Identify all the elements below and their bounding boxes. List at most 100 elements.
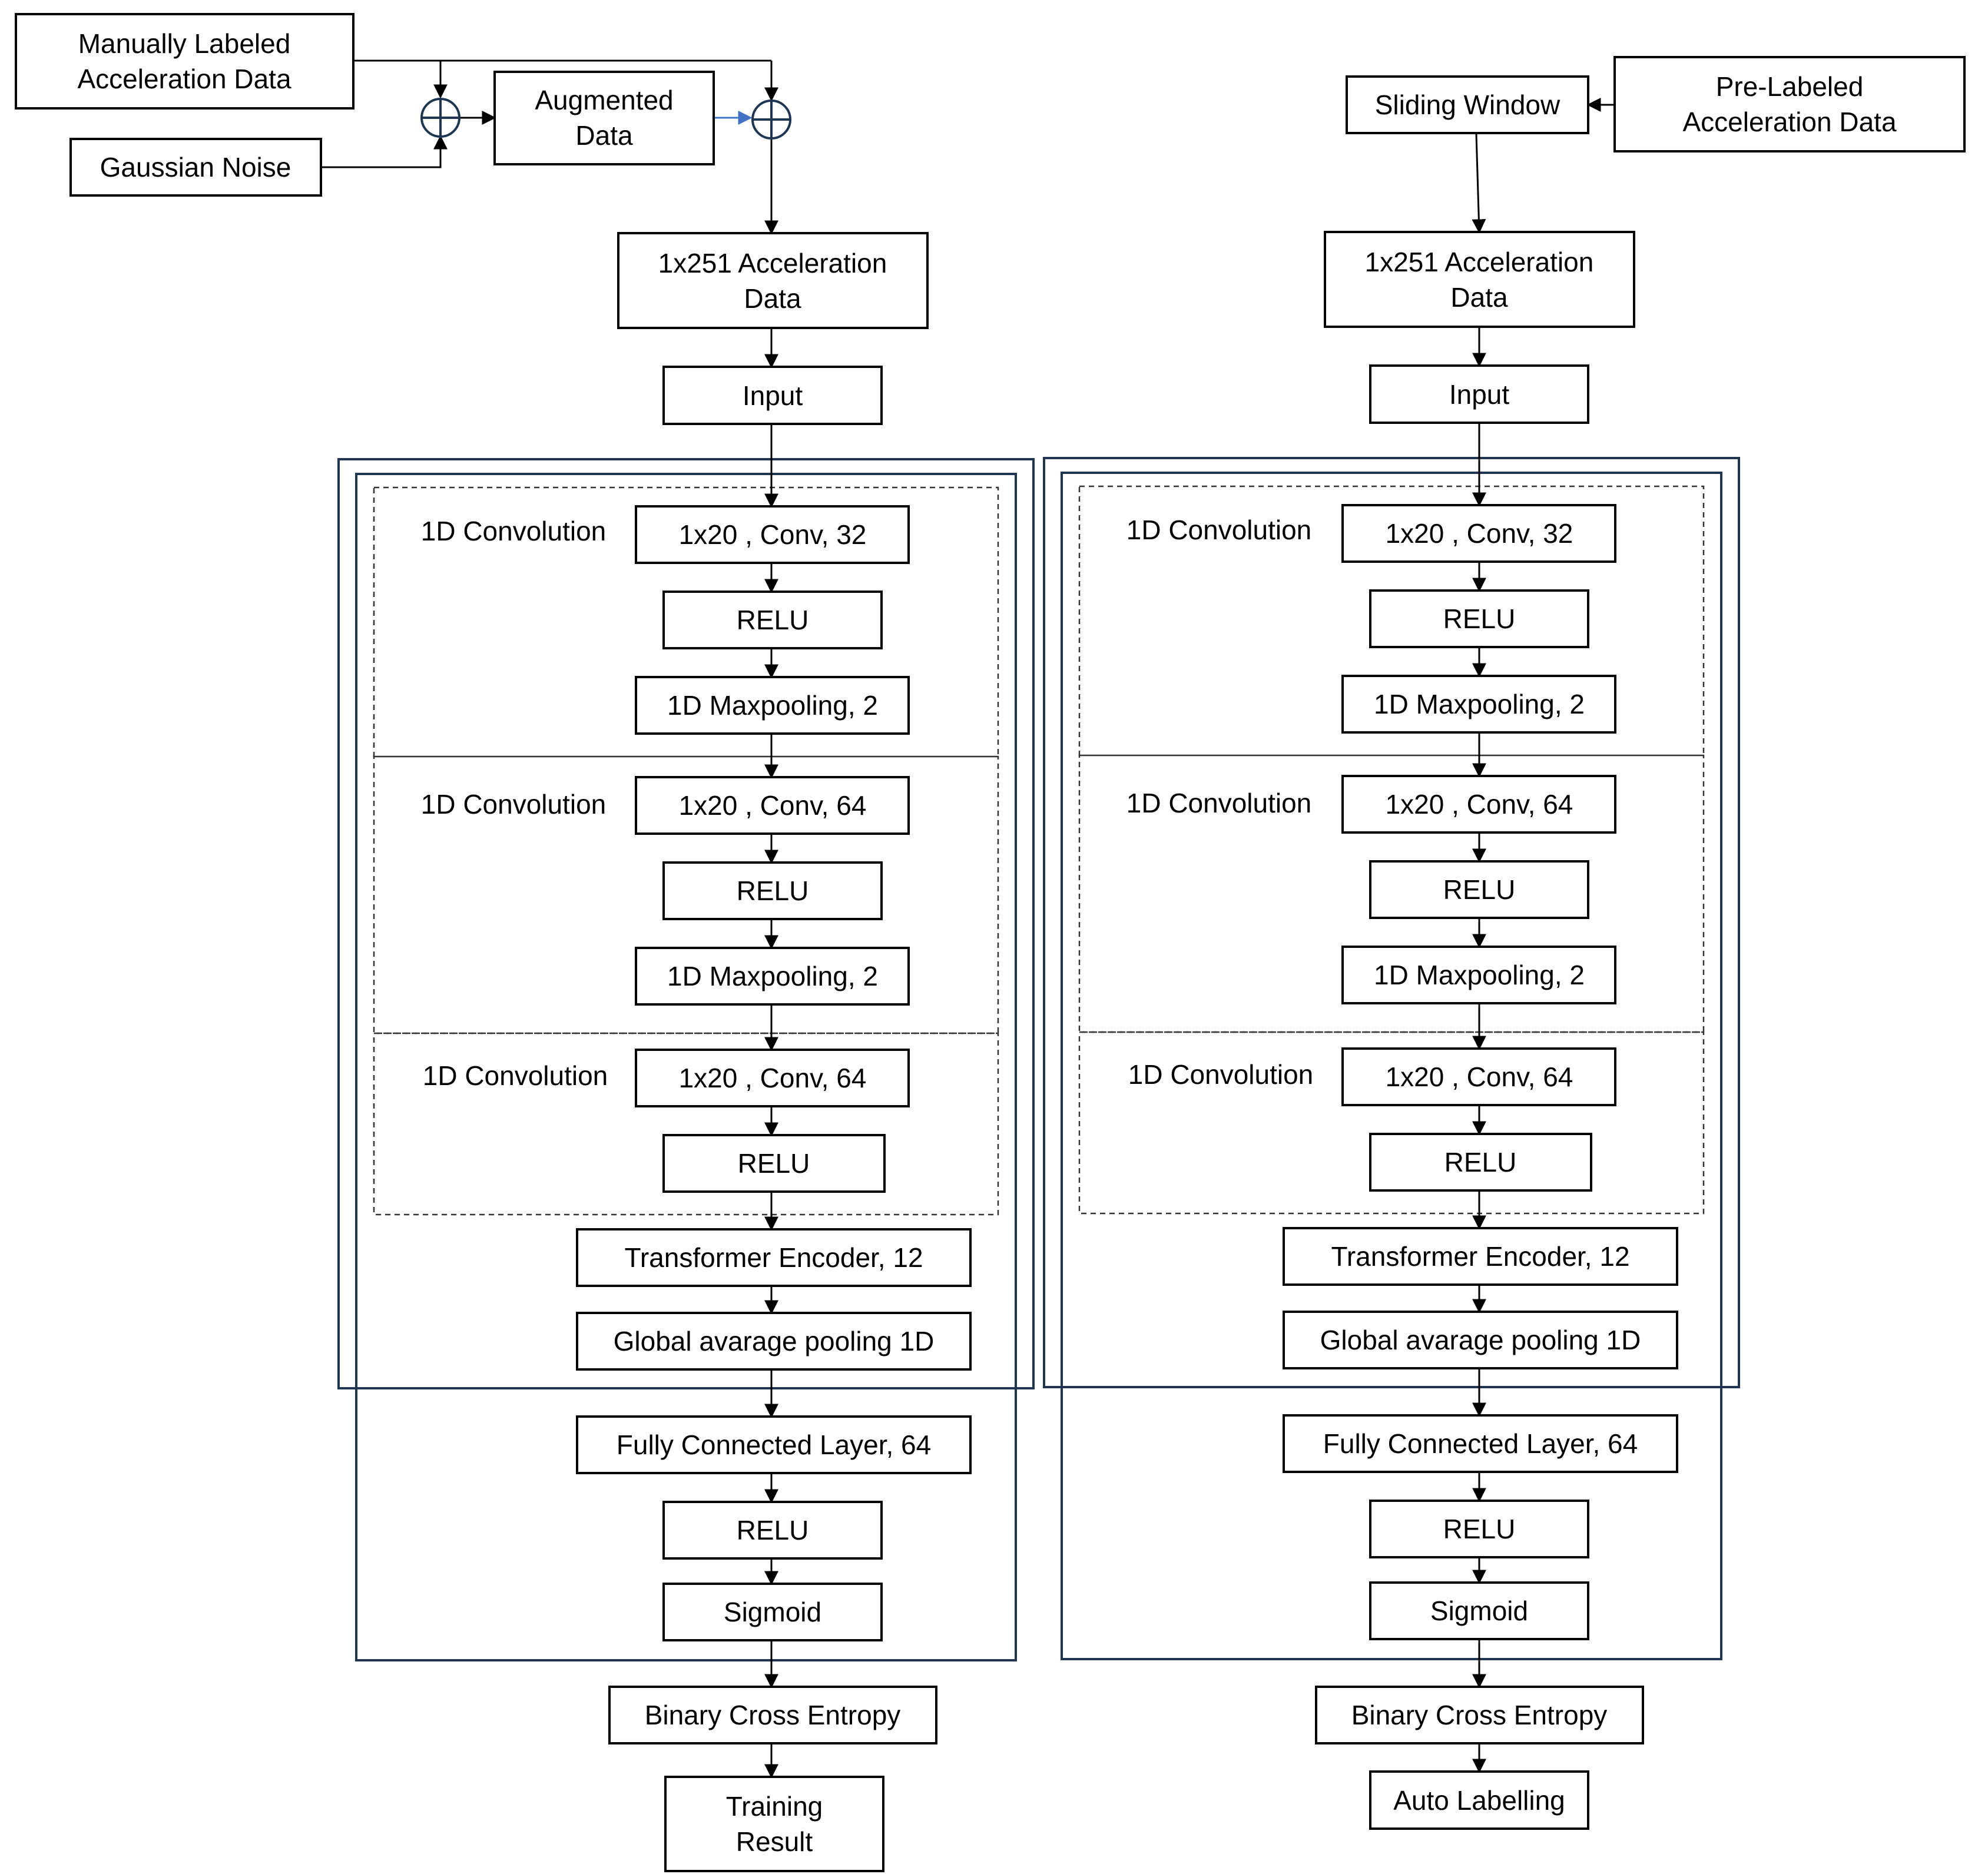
labelling-gap-label: Global avarage pooling 1D: [1320, 1325, 1641, 1355]
training-conv2-box: 1x20 , Conv, 64: [635, 776, 910, 835]
training-conv-block-2: [373, 755, 999, 1034]
training-pool1-label: 1D Maxpooling, 2: [667, 690, 878, 721]
training-relu1-box: RELU: [662, 591, 883, 649]
training-fc-box: Fully Connected Layer, 64: [576, 1415, 972, 1474]
training-conv3-box: 1x20 , Conv, 64: [635, 1049, 910, 1107]
training-transformer-box: Transformer Encoder, 12: [576, 1228, 972, 1287]
labelling-sigmoid-box: Sigmoid: [1369, 1581, 1589, 1640]
training-gap-box: Global avarage pooling 1D: [576, 1312, 972, 1371]
labelling-conv-block-2: [1078, 754, 1705, 1033]
labelling-transformer-label: Transformer Encoder, 12: [1331, 1241, 1629, 1272]
training-relu2-box: RELU: [662, 861, 883, 920]
sliding-window-label: Sliding Window: [1375, 89, 1560, 120]
sum-junction-1: [420, 98, 460, 138]
labelling-transformer-box: Transformer Encoder, 12: [1283, 1227, 1678, 1286]
edge-sliding-to-accel: [1472, 134, 1486, 234]
auto-labelling-label: Auto Labelling: [1393, 1785, 1565, 1816]
labelling-fc-label: Fully Connected Layer, 64: [1323, 1428, 1638, 1459]
training-sigmoid-label: Sigmoid: [724, 1597, 821, 1627]
training-pool1-box: 1D Maxpooling, 2: [635, 676, 910, 735]
labelling-bce-label: Binary Cross Entropy: [1351, 1700, 1608, 1730]
labelling-bce-box: Binary Cross Entropy: [1315, 1686, 1644, 1744]
training-relu2-label: RELU: [737, 875, 809, 906]
training-input-label: Input: [743, 380, 803, 411]
labelling-fc-box: Fully Connected Layer, 64: [1283, 1414, 1678, 1473]
labelling-input-label: Input: [1449, 379, 1510, 410]
training-fc-label: Fully Connected Layer, 64: [617, 1429, 931, 1460]
labelling-relu2-label: RELU: [1443, 874, 1516, 905]
labelling-relu4-label: RELU: [1443, 1514, 1516, 1544]
labelling-conv2-box: 1x20 , Conv, 64: [1341, 775, 1616, 834]
gaussian-noise-label: Gaussian Noise: [100, 152, 291, 183]
labelling-conv3-box: 1x20 , Conv, 64: [1341, 1047, 1616, 1106]
training-pool2-label: 1D Maxpooling, 2: [667, 961, 878, 991]
labelling-conv3-label: 1x20 , Conv, 64: [1386, 1062, 1573, 1092]
labelling-model-frame: [1061, 472, 1722, 1660]
training-conv-block-2-label: 1D Convolution: [421, 789, 607, 820]
sliding-window-box: Sliding Window: [1346, 75, 1589, 134]
training-gap-label: Global avarage pooling 1D: [614, 1326, 935, 1356]
labelling-relu4-box: RELU: [1369, 1500, 1589, 1558]
sum-junction-2: [751, 99, 791, 140]
labelling-pool2-label: 1D Maxpooling, 2: [1374, 960, 1585, 990]
labelling-encoder-frame: [1043, 457, 1740, 1388]
training-model-frame: [355, 473, 1017, 1661]
training-relu1-label: RELU: [737, 605, 809, 635]
training-relu3-label: RELU: [738, 1148, 810, 1179]
training-transformer-label: Transformer Encoder, 12: [624, 1242, 923, 1273]
auto-labelling-box: Auto Labelling: [1369, 1770, 1589, 1830]
training-bce-label: Binary Cross Entropy: [645, 1700, 901, 1730]
training-sigmoid-box: Sigmoid: [662, 1583, 883, 1641]
training-bce-box: Binary Cross Entropy: [608, 1686, 937, 1744]
labelling-relu3-box: RELU: [1369, 1133, 1592, 1192]
labelling-conv-block-3-label: 1D Convolution: [1128, 1059, 1314, 1090]
labelling-relu3-label: RELU: [1444, 1147, 1517, 1178]
labelling-input-box: Input: [1369, 364, 1589, 424]
labelling-conv-block-1-label: 1D Convolution: [1126, 515, 1312, 545]
labelling-conv-block-1: [1078, 485, 1705, 757]
gaussian-noise-box: Gaussian Noise: [69, 138, 322, 197]
labelling-conv-block-3: [1078, 1031, 1705, 1215]
labelling-gap-box: Global avarage pooling 1D: [1283, 1311, 1678, 1369]
labelling-relu1-box: RELU: [1369, 589, 1589, 648]
training-relu4-box: RELU: [662, 1501, 883, 1560]
labelling-conv1-label: 1x20 , Conv, 32: [1386, 518, 1573, 549]
training-conv1-label: 1x20 , Conv, 32: [679, 519, 867, 550]
training-conv-block-3: [373, 1032, 999, 1216]
labelling-relu2-box: RELU: [1369, 860, 1589, 919]
training-relu4-label: RELU: [737, 1515, 809, 1545]
training-relu3-box: RELU: [662, 1134, 886, 1193]
training-input-box: Input: [662, 366, 883, 425]
labelling-pool1-label: 1D Maxpooling, 2: [1374, 689, 1585, 719]
training-conv-block-3-label: 1D Convolution: [423, 1060, 608, 1091]
labelling-conv-block-2-label: 1D Convolution: [1126, 788, 1312, 818]
training-conv3-label: 1x20 , Conv, 64: [679, 1063, 867, 1093]
labelling-sigmoid-label: Sigmoid: [1430, 1596, 1528, 1626]
edge-manual-to-sum1: [353, 59, 448, 99]
labelling-conv1-box: 1x20 , Conv, 32: [1341, 504, 1616, 563]
labelling-pool2-box: 1D Maxpooling, 2: [1341, 946, 1616, 1004]
training-encoder-frame: [337, 458, 1035, 1389]
training-conv-block-1-label: 1D Convolution: [421, 516, 607, 546]
training-pool2-box: 1D Maxpooling, 2: [635, 947, 910, 1006]
labelling-pool1-box: 1D Maxpooling, 2: [1341, 675, 1616, 734]
labelling-relu1-label: RELU: [1443, 603, 1516, 634]
edge-noise-to-sum1: [321, 135, 448, 168]
training-conv1-box: 1x20 , Conv, 32: [635, 505, 910, 564]
labelling-conv2-label: 1x20 , Conv, 64: [1386, 789, 1573, 820]
training-conv-block-1: [373, 486, 999, 758]
